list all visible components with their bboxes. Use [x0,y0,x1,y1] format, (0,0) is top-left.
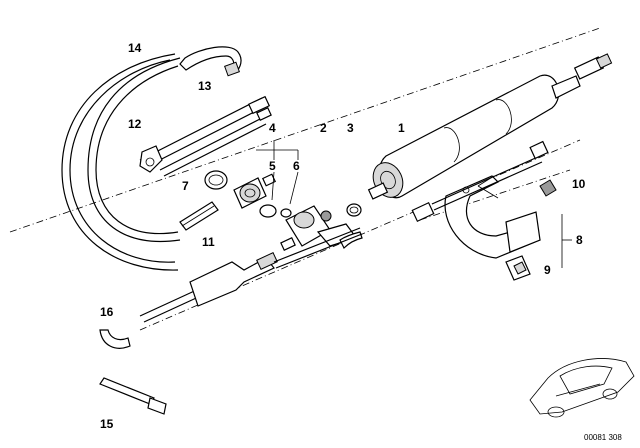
cap-10 [539,179,557,197]
callout-10: 10 [572,177,586,191]
lower-fuel-line [139,140,549,323]
callout-9: 9 [544,263,551,277]
clip-16 [99,329,131,349]
image-code: 00081 308 [584,433,622,442]
vehicle-locator-icon [529,358,635,418]
callout-labels: 1 2 3 4 5 6 7 8 9 10 11 12 13 14 15 16 [100,41,586,431]
callout-16: 16 [100,305,114,319]
leader-lines [256,140,572,268]
callout-8: 8 [576,233,583,247]
hose-11 [179,201,219,231]
rubber-block [505,255,531,281]
callout-11: 11 [202,235,215,249]
callout-1: 1 [398,121,405,135]
callout-2: 2 [320,121,327,135]
fuel-filter-1 [367,53,613,200]
callout-15: 15 [100,417,114,431]
callout-14: 14 [128,41,142,55]
callout-5: 5 [269,159,276,173]
hose-13 [179,46,242,77]
valve-assembly [233,173,292,218]
cable-tie-15 [99,377,167,415]
o-ring-3 [346,203,362,217]
centerlines [9,27,601,331]
callout-6: 6 [293,159,300,173]
ring-7 [204,170,228,190]
callout-7: 7 [182,179,189,193]
callout-12: 12 [128,117,142,131]
fuel-hose-14 [61,53,181,271]
callout-13: 13 [198,79,212,93]
callout-4: 4 [269,121,276,135]
pipes-12 [139,95,272,177]
callout-3: 3 [347,121,354,135]
filter-bracket-9 [444,175,541,259]
